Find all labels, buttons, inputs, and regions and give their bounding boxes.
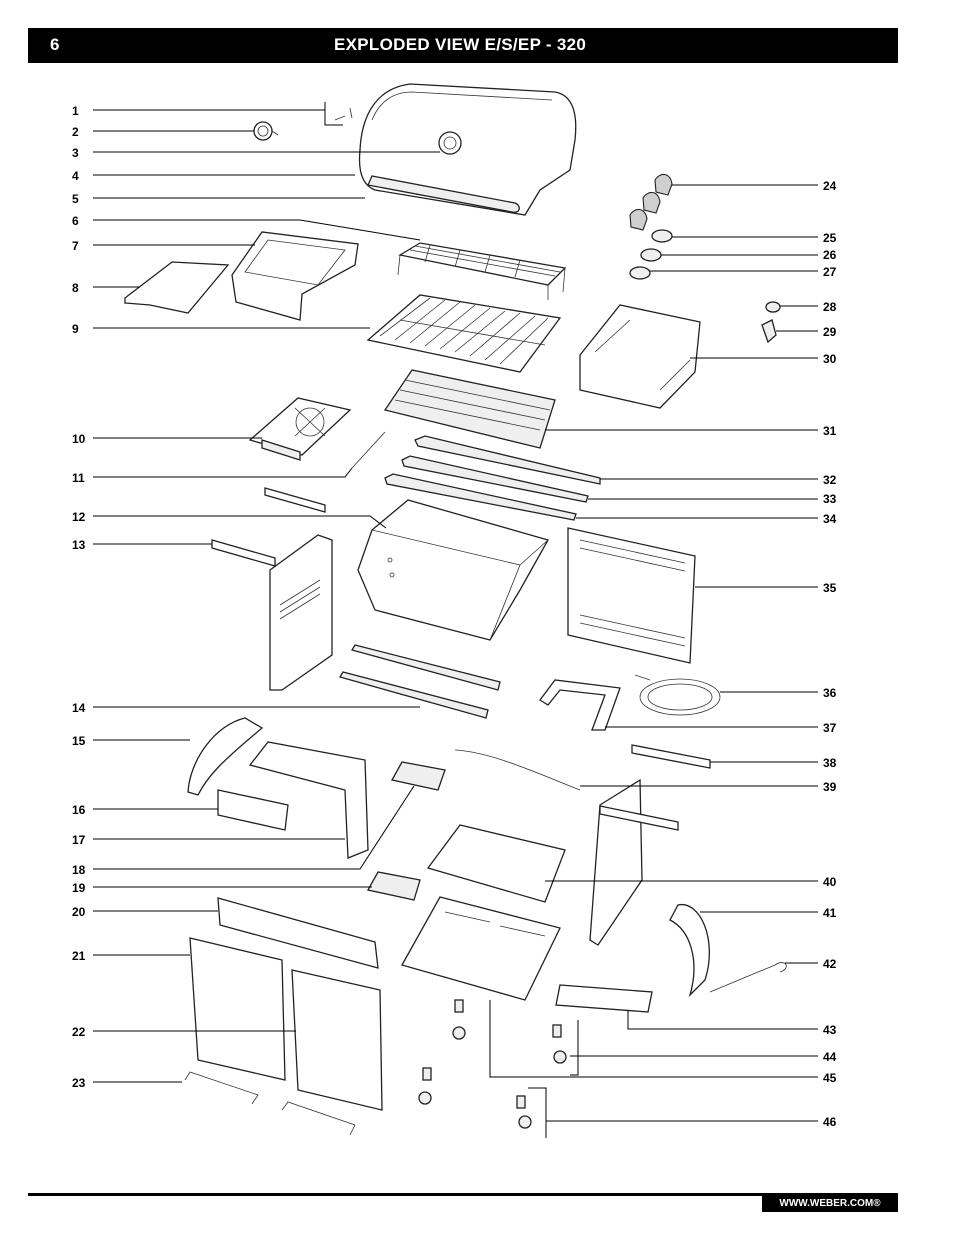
right-cabinet-end-part <box>669 904 710 998</box>
slide-out-tray-part <box>426 824 566 903</box>
callout-9: 9 <box>72 322 79 336</box>
tank-scale-part <box>539 679 621 731</box>
callout-26: 26 <box>823 248 837 262</box>
callout-38: 38 <box>823 756 837 770</box>
callout-25: 25 <box>823 231 837 245</box>
manifold-hose-part <box>454 749 581 791</box>
callout-43: 43 <box>823 1023 837 1037</box>
callout-24: 24 <box>823 179 837 193</box>
callout-40: 40 <box>823 875 837 889</box>
callout-17: 17 <box>72 833 86 847</box>
tube-part <box>351 431 386 469</box>
callout-46: 46 <box>823 1115 837 1129</box>
flavorizer-bars-part <box>383 369 556 449</box>
callout-2: 2 <box>72 125 79 139</box>
callout-labels-left: 1 2 3 4 5 6 7 8 9 10 11 12 13 14 15 16 1… <box>72 104 86 1090</box>
cookbox-part <box>357 499 549 641</box>
hose-regulator-part <box>634 674 721 716</box>
callout-5: 5 <box>72 192 79 206</box>
callout-7: 7 <box>72 239 79 253</box>
work-surface-part <box>124 261 230 314</box>
lid-part <box>358 83 577 216</box>
callout-22: 22 <box>72 1025 86 1039</box>
header-bar: 6 EXPLODED VIEW E/S/EP - 320 <box>28 28 898 63</box>
cooking-grates-part <box>366 294 562 373</box>
doors-part <box>189 937 383 1111</box>
warming-rack-part <box>397 242 567 300</box>
callout-16: 16 <box>72 803 86 817</box>
callout-4: 4 <box>72 169 79 183</box>
callout-14: 14 <box>72 701 86 715</box>
burner-tubes-part <box>384 435 601 521</box>
callout-42: 42 <box>823 957 837 971</box>
callout-1: 1 <box>72 104 79 118</box>
callout-33: 33 <box>823 492 837 506</box>
back-panel-part <box>567 527 696 664</box>
callout-19: 19 <box>72 881 86 895</box>
callout-27: 27 <box>823 265 837 279</box>
page-title: EXPLODED VIEW E/S/EP - 320 <box>334 35 587 54</box>
door-handles-part <box>184 1071 356 1136</box>
callout-36: 36 <box>823 686 837 700</box>
cross-members-part <box>339 644 501 719</box>
callout-labels-right: 24 25 26 27 28 29 30 31 32 33 34 35 36 3… <box>823 179 837 1129</box>
callout-44: 44 <box>823 1050 837 1064</box>
side-burner-lid-part <box>231 231 359 321</box>
callout-21: 21 <box>72 949 86 963</box>
callout-20: 20 <box>72 905 86 919</box>
callout-23: 23 <box>72 1076 86 1090</box>
callout-13: 13 <box>72 538 86 552</box>
control-panel-part <box>579 304 701 409</box>
left-frame-part <box>264 487 333 691</box>
callout-37: 37 <box>823 721 837 735</box>
callout-15: 15 <box>72 734 86 748</box>
left-side-panel-part <box>217 789 289 831</box>
callout-32: 32 <box>823 473 837 487</box>
callout-18: 18 <box>72 863 86 877</box>
front-cross-panel-part <box>217 897 379 969</box>
right-side-panel-part <box>555 984 653 1013</box>
left-cabinet-panel-part <box>248 741 369 859</box>
control-knobs-part <box>629 173 673 231</box>
callout-3: 3 <box>72 146 79 160</box>
page-number: 6 <box>50 35 60 54</box>
callout-39: 39 <box>823 780 837 794</box>
lid-bolts-part <box>334 107 353 121</box>
catch-pans-part <box>367 761 446 901</box>
callout-11: 11 <box>72 471 85 485</box>
left-door-handle-end-part <box>187 717 264 796</box>
callout-31: 31 <box>823 424 837 438</box>
footer-url: WWW.WEBER.COM® <box>762 1196 898 1212</box>
left-frame-bracket-part <box>211 539 276 567</box>
callout-35: 35 <box>823 581 837 595</box>
right-side-frame-part <box>589 744 711 946</box>
callout-8: 8 <box>72 281 79 295</box>
callout-30: 30 <box>823 352 837 366</box>
callout-45: 45 <box>823 1071 837 1085</box>
callout-41: 41 <box>823 906 837 920</box>
tool-holder-part <box>709 962 787 993</box>
callout-6: 6 <box>72 214 79 228</box>
callout-10: 10 <box>72 432 86 446</box>
bottom-panel-part <box>401 896 561 1001</box>
side-burner-part <box>248 397 352 461</box>
callout-12: 12 <box>72 510 86 524</box>
callout-29: 29 <box>823 325 837 339</box>
igniter-parts <box>761 301 781 344</box>
leader-lines <box>93 102 818 1138</box>
footer-rule <box>28 1193 898 1196</box>
thermometer-part <box>253 121 279 141</box>
casters-part <box>418 999 567 1129</box>
callout-34: 34 <box>823 512 837 526</box>
callout-28: 28 <box>823 300 837 314</box>
